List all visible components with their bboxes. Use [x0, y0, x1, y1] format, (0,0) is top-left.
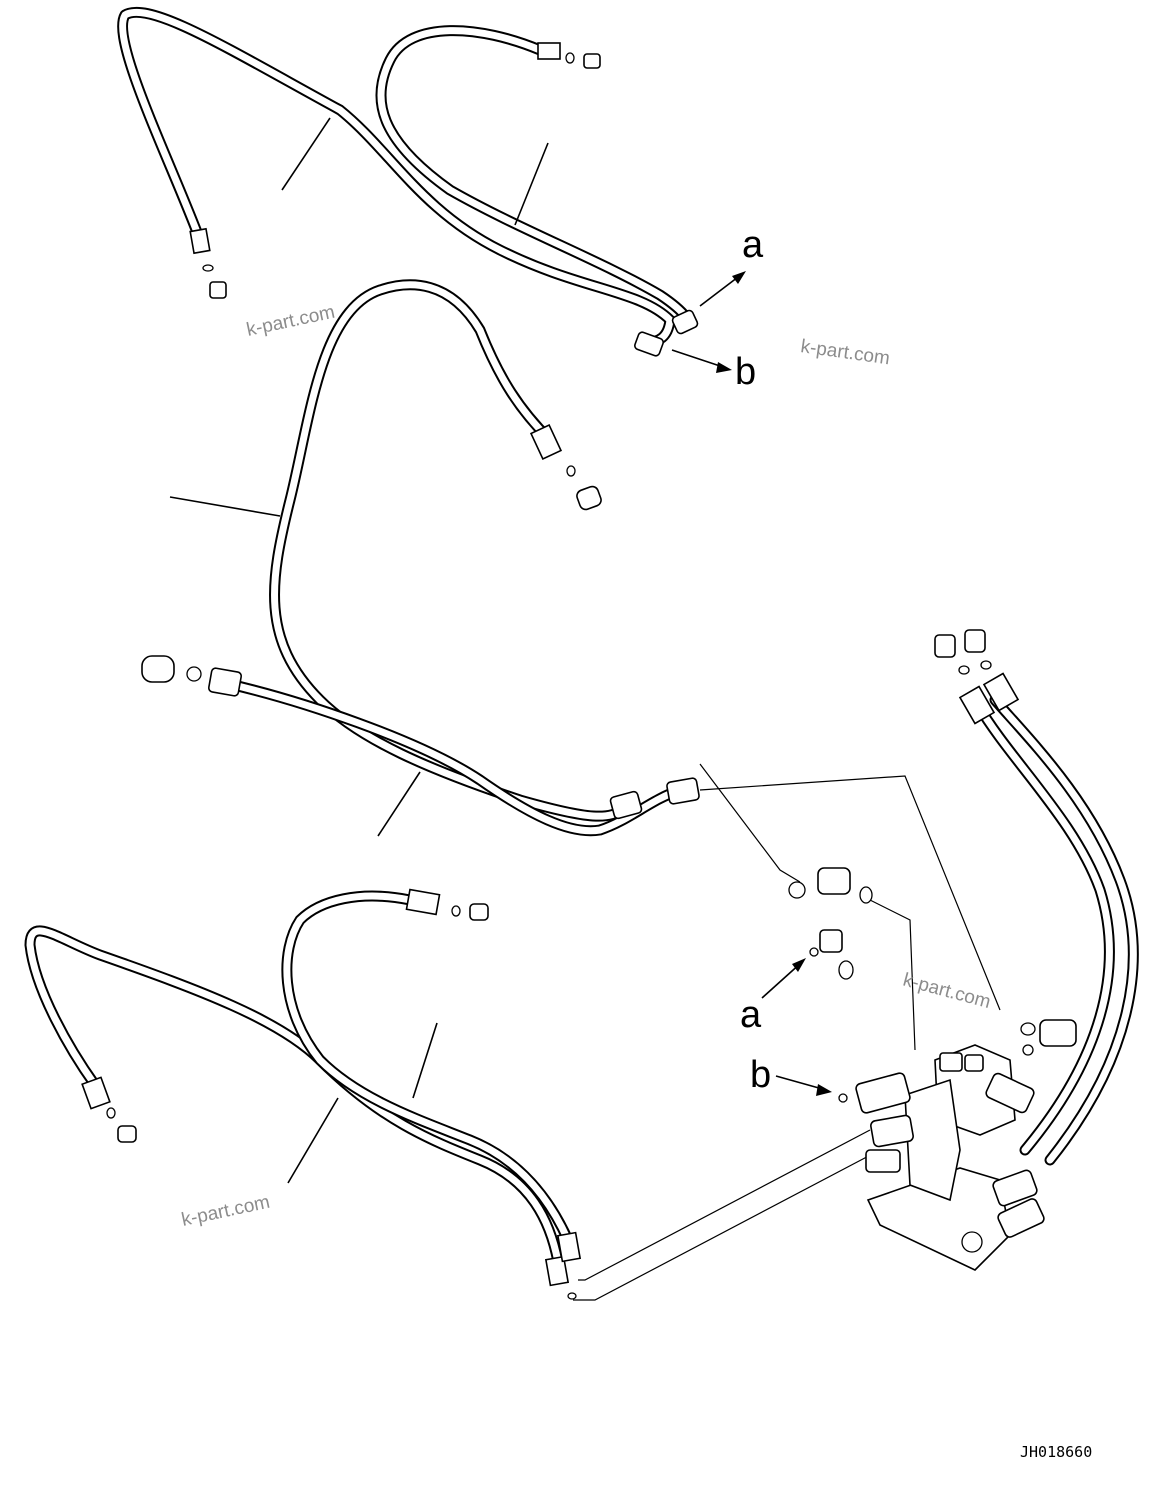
routing-lines-bottom: [573, 1129, 881, 1301]
hose-middle-short: [219, 677, 686, 837]
hoses-right: [972, 694, 1139, 1166]
callout-arrow-a-bottom: a: [740, 958, 806, 1036]
watermark-1: k-part.com: [245, 302, 337, 341]
fitting-middle-elbows: [609, 777, 700, 820]
watermark-4: k-part.com: [180, 1192, 272, 1231]
drawing-code: JH018660: [1020, 1443, 1092, 1461]
control-valve-block: [855, 1044, 1045, 1271]
callout-arrow-b-top: b: [671, 349, 756, 393]
fitting-top-right-end: [537, 42, 601, 69]
callout-arrow-a-top: a: [699, 224, 764, 307]
fitting-middle-left-end: [141, 655, 243, 697]
routing-lines-middle: [699, 763, 1001, 1051]
fitting-bottom-top-end: [405, 888, 489, 921]
callout-label-a-bottom: a: [740, 994, 762, 1036]
hose-bottom-right: [281, 890, 574, 1246]
hose-top-right: [375, 25, 695, 329]
fitting-top-left-end: [189, 227, 227, 299]
leaders-top: [281, 117, 549, 226]
hose-top-left: [117, 6, 676, 348]
leaders-middle: [169, 496, 421, 837]
callout-label-a-top: a: [742, 224, 764, 266]
fitting-bottom-left-end: [81, 1076, 137, 1143]
leaders-bottom: [287, 1022, 438, 1184]
callout-arrow-b-bottom: b: [750, 1054, 848, 1103]
watermark-3: k-part.com: [901, 970, 993, 1014]
callout-label-b-bottom: b: [750, 1054, 771, 1096]
fitting-elbow-a: [671, 309, 699, 335]
watermark-2: k-part.com: [799, 336, 891, 369]
hose-middle-long: [269, 279, 631, 822]
fitting-bottom-lower-ends: [544, 1231, 582, 1300]
fittings-right-top: [934, 629, 1020, 725]
hose-bottom-left: [24, 925, 564, 1268]
fitting-middle-top-end: [529, 424, 602, 511]
callout-label-b-top: b: [735, 351, 756, 393]
fitting-elbow-b: [634, 331, 664, 357]
connector-parts-middle: [788, 867, 1077, 1056]
